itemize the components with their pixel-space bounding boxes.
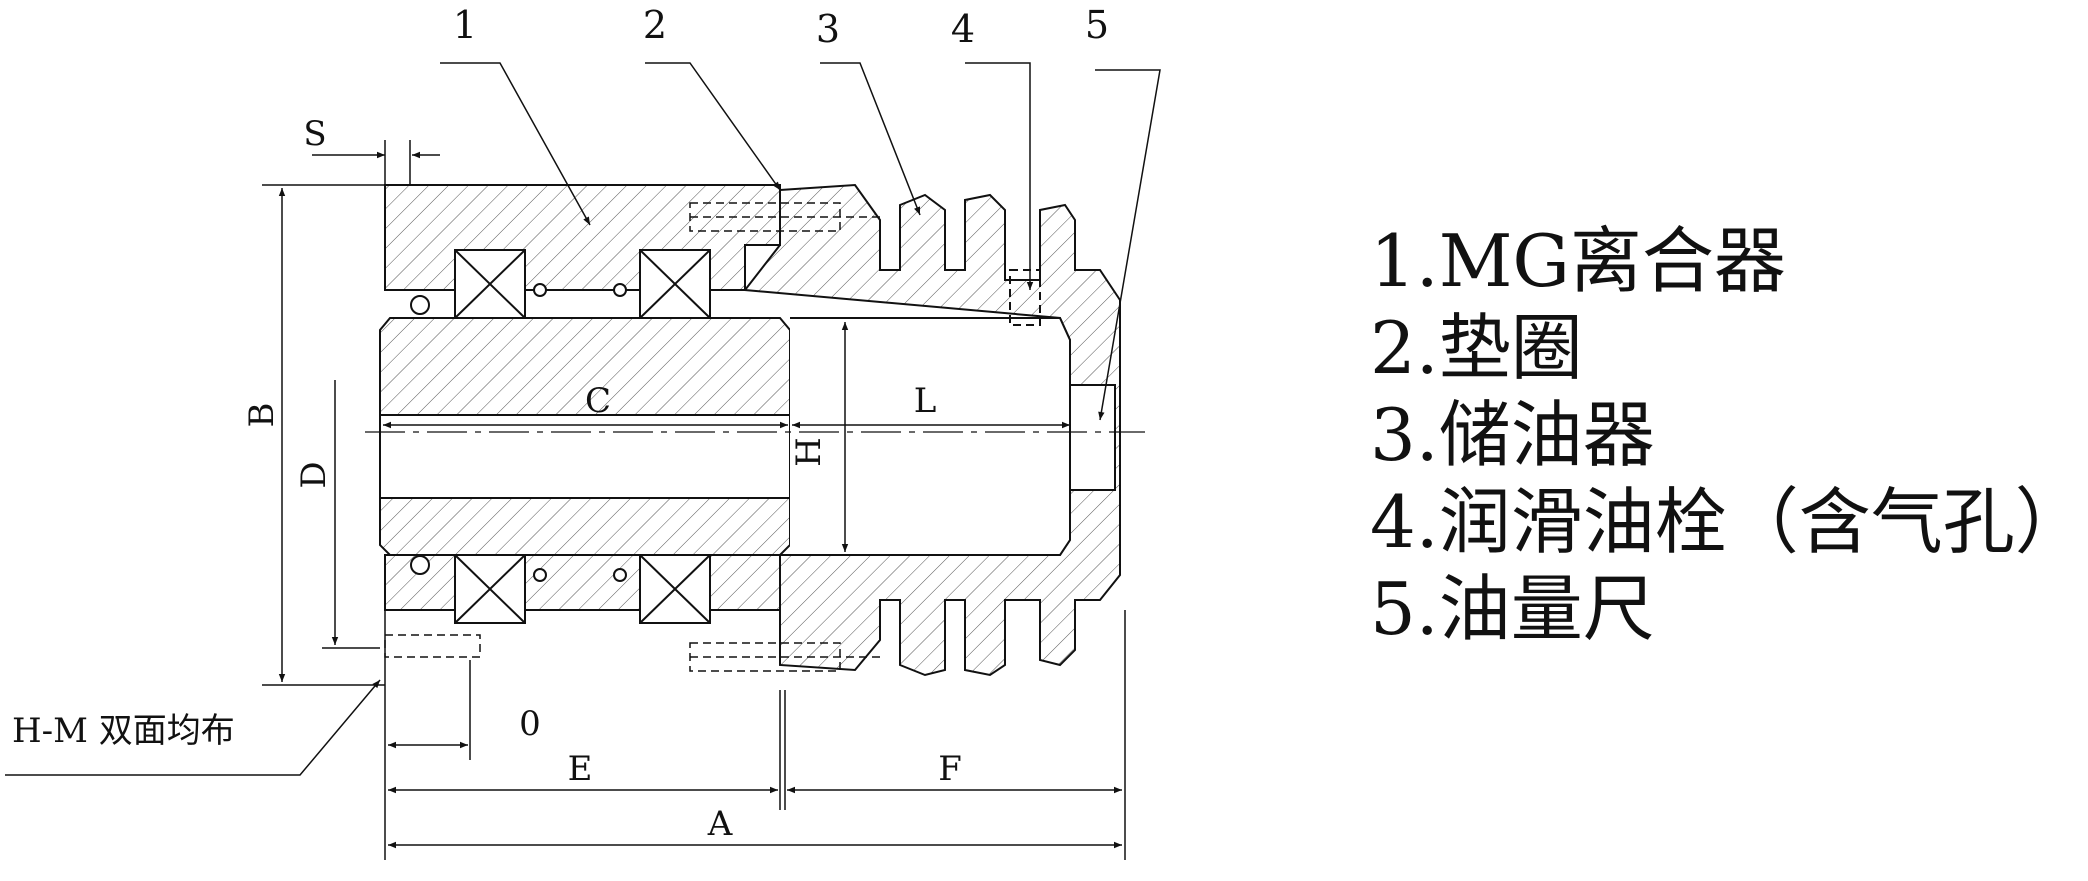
callout-1: 1 (453, 3, 477, 47)
dim-label-e: E (568, 749, 593, 789)
leader-lines (5, 62, 1161, 776)
dimension-lines (262, 140, 1126, 860)
bolts (384, 202, 880, 672)
dim-label-a: A (707, 804, 733, 844)
parts-legend: 1.MG离合器 2.垫圈 3.储油器 4.润滑油栓（含气孔） 5.油量尺 (1370, 218, 2087, 653)
note-hm: H-M 双面均布 (12, 711, 235, 751)
dim-label-s: S (303, 114, 326, 154)
callout-2: 2 (643, 3, 667, 47)
shaft-sleeve (379, 317, 791, 556)
dim-label-l: L (914, 381, 937, 421)
callout-3: 3 (816, 7, 840, 51)
oil-reservoir (743, 183, 1121, 677)
callout-4: 4 (951, 7, 975, 51)
dim-label-o: 0 (519, 704, 541, 744)
callout-5: 5 (1085, 3, 1109, 47)
bearings (410, 249, 711, 624)
dim-label-c: C (585, 381, 611, 421)
dim-label-b: B (242, 403, 282, 428)
legend-item-1: 1.MG离合器 (1370, 219, 1786, 303)
legend-item-3: 3.储油器 (1370, 393, 1655, 477)
dim-label-f: F (938, 749, 962, 789)
dim-label-h: H (789, 437, 829, 467)
legend-item-2: 2.垫圈 (1370, 306, 1583, 390)
legend-item-5: 5.油量尺 (1370, 567, 1655, 651)
legend-item-4: 4.润滑油栓（含气孔） (1370, 480, 2087, 564)
dim-label-d: D (294, 461, 334, 488)
